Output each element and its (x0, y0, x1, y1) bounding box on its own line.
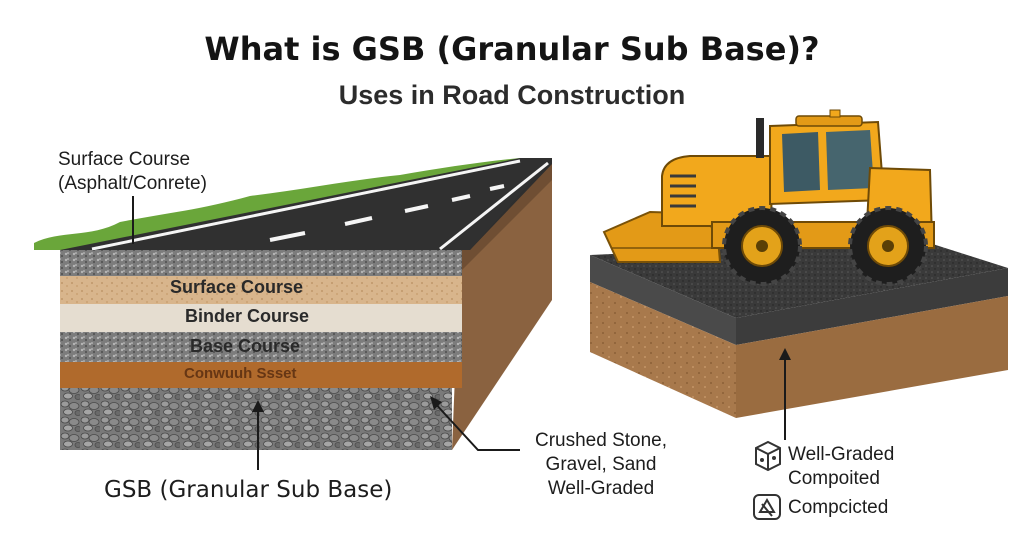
wheel-loader (602, 109, 935, 286)
layer-label-binder-course: Binder Course (185, 306, 310, 326)
wheel-rear (848, 206, 928, 286)
callout-surface-course: Surface Course (Asphalt/Conrete) (58, 149, 207, 194)
callout-gsb: GSB (Granular Sub Base) (104, 477, 393, 503)
page-subtitle: Uses in Road Construction (338, 80, 686, 110)
layer-label-gsb: Conwuuh Ssset (184, 365, 297, 382)
callout-material: Crushed Stone, Gravel, Sand Well-Graded (534, 430, 668, 499)
layer-gsb (60, 362, 462, 388)
side-wall (452, 160, 552, 450)
cab-window-left (782, 132, 820, 192)
layer-label-surface-course: Surface Course (170, 277, 304, 297)
wheel-front (722, 206, 802, 286)
road-cross-section (34, 158, 552, 470)
layer-label-base-course: Base Course (190, 336, 301, 356)
feature-compacted: Compcicted (788, 497, 889, 518)
compaction-block (590, 240, 1008, 440)
feature-well-graded: Well-Graded Compoited (788, 444, 895, 489)
lane-markings (269, 184, 505, 242)
layer-asphalt (60, 250, 462, 276)
cab-window-right (826, 130, 874, 190)
cube-icon (755, 440, 781, 472)
engine-grille (670, 174, 696, 208)
exhaust-pipe (756, 118, 764, 158)
layer-binder-course (60, 304, 462, 332)
layer-surface-course (60, 276, 462, 304)
layer-subgrade-gravel (60, 388, 452, 450)
page-title: What is GSB (Granular Sub Base)? (204, 30, 820, 68)
cab-roof (795, 115, 863, 127)
soil-front (590, 282, 736, 418)
layer-base-course (60, 332, 462, 362)
soil-side (736, 296, 1008, 418)
compaction-icon (753, 494, 781, 520)
